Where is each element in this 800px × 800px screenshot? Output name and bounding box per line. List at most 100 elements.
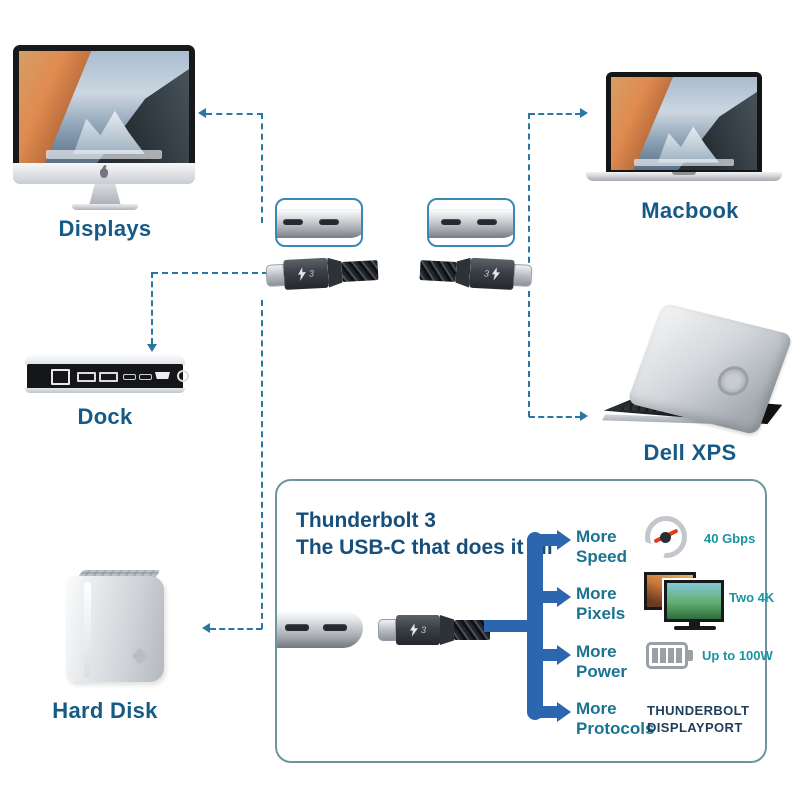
usb-c-port-icon xyxy=(123,374,136,380)
apple-logo-icon xyxy=(100,168,108,178)
imac-wallpaper xyxy=(19,51,189,163)
imac-screen xyxy=(13,45,195,163)
battery-icon xyxy=(646,642,693,669)
wallpaper-dock-bar xyxy=(634,158,734,167)
connector-line-harddisk xyxy=(210,628,262,630)
imac-chin xyxy=(13,163,195,184)
hard-disk-body xyxy=(66,576,164,682)
macbook-base xyxy=(586,172,782,181)
dock-top xyxy=(25,354,185,365)
usb-c-port-icon xyxy=(139,374,152,380)
value-40gbps: 40 Gbps xyxy=(704,531,756,546)
connector-line-macbook xyxy=(529,113,581,115)
speedometer-ring xyxy=(645,516,687,558)
monitor-base xyxy=(674,626,716,630)
connector-number: 3 xyxy=(483,268,490,279)
arrowhead-dell-icon xyxy=(580,411,588,421)
monitor-stand xyxy=(689,622,700,627)
laptop-edge xyxy=(277,209,361,238)
thunderbolt-icon xyxy=(409,623,418,637)
thunderbolt-icon xyxy=(491,267,501,281)
wallpaper-dock-bar xyxy=(46,149,162,159)
braided-cable xyxy=(454,620,490,640)
monitor-screen xyxy=(667,583,721,619)
connector-line-right-lower xyxy=(528,291,530,417)
branch-arm xyxy=(539,649,557,661)
connector-number: 3 xyxy=(308,268,315,279)
branch-arrow-icon xyxy=(557,587,571,607)
dell-logo-icon xyxy=(713,363,753,399)
connector-line-harddisk-drop xyxy=(261,300,263,629)
port-closeup-left xyxy=(275,198,363,247)
usb-c-port-icon xyxy=(283,219,303,225)
feature-label-line: Pixels xyxy=(576,604,626,623)
usb-c-tip xyxy=(265,264,285,287)
panel-title: Thunderbolt 3 The USB-C that does it all xyxy=(296,507,553,561)
arrowhead-displays-icon xyxy=(198,108,206,118)
branch-arrow-icon xyxy=(557,645,571,665)
port-closeup-right xyxy=(427,198,515,247)
feature-label-line: More xyxy=(576,584,617,603)
ethernet-port-icon xyxy=(51,369,70,385)
cable-boot xyxy=(440,615,454,645)
imac-stand xyxy=(89,184,121,206)
connector-number: 3 xyxy=(420,625,426,635)
usb-c-tip xyxy=(513,264,533,287)
usb-c-port-icon xyxy=(319,219,339,225)
monitor-front-icon xyxy=(664,580,724,622)
thunderbolt-icon xyxy=(298,267,306,281)
battery-cell xyxy=(652,648,658,663)
usb-a-port-icon xyxy=(77,372,96,382)
value-100w: Up to 100W xyxy=(702,648,773,663)
feature-more-speed: More Speed xyxy=(576,527,627,567)
label-macbook: Macbook xyxy=(641,198,739,223)
braided-cable xyxy=(341,260,379,282)
usb-c-port-icon xyxy=(285,624,309,631)
label-hard-disk: Hard Disk xyxy=(52,698,158,723)
arrowhead-dock-icon xyxy=(147,344,157,352)
feature-more-pixels: More Pixels xyxy=(576,584,625,624)
connector-line-dell xyxy=(529,416,581,418)
hdmi-port-icon xyxy=(155,372,170,379)
label-displays: Displays xyxy=(58,216,152,241)
arrowhead-harddisk-icon xyxy=(202,623,210,633)
usb-c-tip xyxy=(378,619,396,641)
macbook-screen xyxy=(606,72,762,174)
panel-title-line2: The USB-C that does it all xyxy=(296,536,553,559)
battery-cell xyxy=(676,648,682,663)
imac-base xyxy=(72,204,138,210)
speedometer-hub xyxy=(660,532,671,543)
branch-arm xyxy=(539,706,557,718)
panel-title-line1: Thunderbolt 3 xyxy=(296,509,436,532)
usb-c-connector-left: 3 xyxy=(265,255,379,291)
power-jack-icon xyxy=(177,370,189,382)
battery-cell xyxy=(660,648,666,663)
speedometer-icon xyxy=(639,516,687,566)
branch-arm xyxy=(539,591,557,603)
feature-label-line: Protocols xyxy=(576,719,655,738)
feature-label-line: More xyxy=(576,642,617,661)
arrowhead-macbook-icon xyxy=(580,108,588,118)
usb-a-port-icon xyxy=(99,372,118,382)
battery-cell xyxy=(668,648,674,663)
connector-line-dock-horizontal xyxy=(152,272,268,274)
laptop-edge xyxy=(277,612,363,648)
branch-arrow-icon xyxy=(557,702,571,722)
dock-front-panel xyxy=(27,364,189,389)
label-dell-xps: Dell XPS xyxy=(643,440,737,465)
label-dock: Dock xyxy=(77,404,133,429)
usb-c-port-icon xyxy=(441,219,461,225)
connector-body: 3 xyxy=(469,257,515,290)
feature-label-line: Power xyxy=(576,662,628,681)
branch-input-bar xyxy=(484,620,532,632)
usb-c-port-icon xyxy=(323,624,347,631)
cable-boot xyxy=(455,257,471,288)
connector-body: 3 xyxy=(396,615,440,645)
branch-arm xyxy=(539,534,557,546)
feature-label-line: More xyxy=(576,527,617,546)
feature-label-line: Speed xyxy=(576,547,628,566)
connector-line-displays xyxy=(206,113,263,115)
braided-cable xyxy=(419,260,457,282)
macbook-wallpaper xyxy=(611,77,757,170)
